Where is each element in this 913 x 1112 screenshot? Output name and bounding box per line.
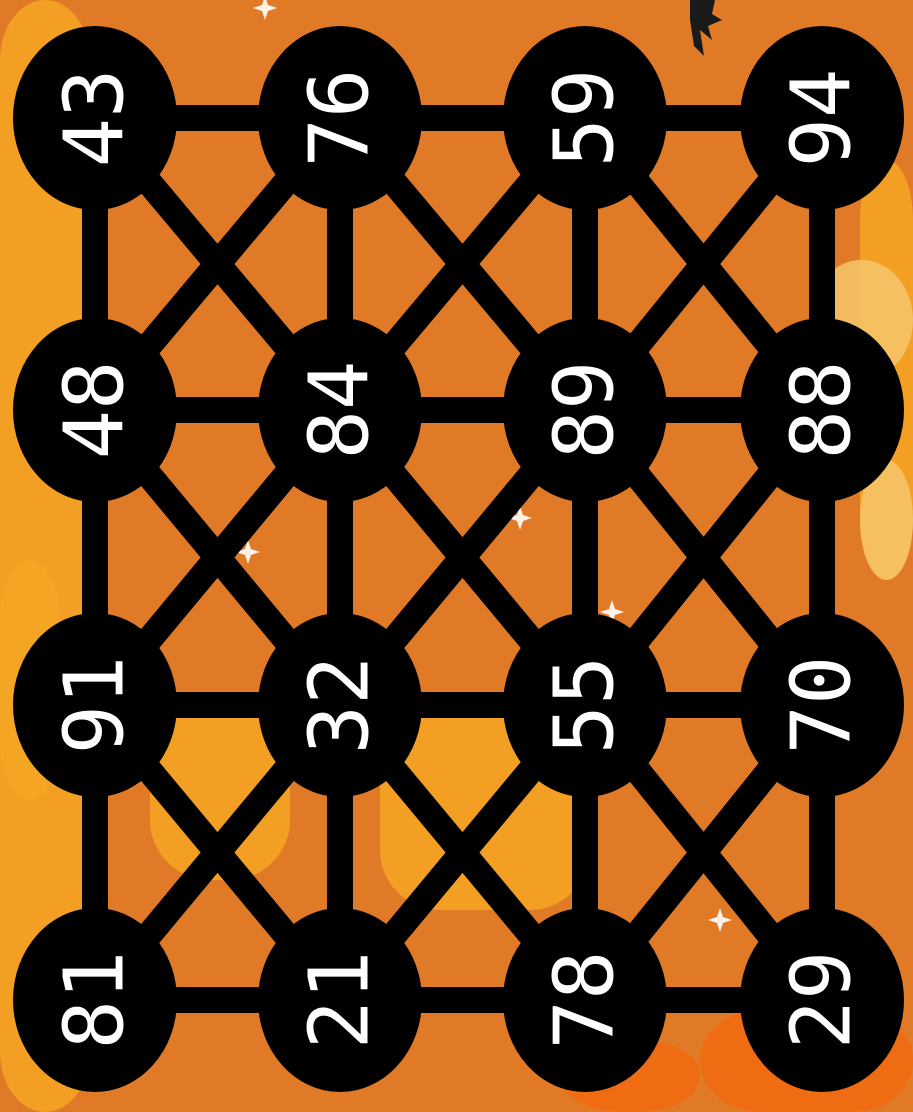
- number-node[interactable]: 29: [740, 908, 904, 1092]
- number-node[interactable]: 78: [503, 908, 667, 1092]
- number-node-label: 29: [775, 951, 870, 1050]
- number-node-label: 78: [538, 951, 633, 1050]
- number-node-label: 81: [48, 951, 143, 1050]
- number-node-label: 89: [538, 361, 633, 460]
- number-node-label: 91: [48, 656, 143, 755]
- number-node[interactable]: 81: [13, 908, 177, 1092]
- number-node[interactable]: 88: [740, 318, 904, 502]
- number-node-label: 76: [293, 69, 388, 168]
- number-node-label: 43: [48, 69, 143, 168]
- number-node-label: 21: [293, 951, 388, 1050]
- number-node[interactable]: 91: [13, 613, 177, 797]
- number-node[interactable]: 59: [503, 26, 667, 210]
- number-node-label: 59: [538, 69, 633, 168]
- number-node-label: 32: [293, 656, 388, 755]
- number-node[interactable]: 32: [258, 613, 422, 797]
- number-node[interactable]: 89: [503, 318, 667, 502]
- number-node-label: 94: [775, 69, 870, 168]
- number-node[interactable]: 55: [503, 613, 667, 797]
- connection-lines: [95, 118, 822, 1000]
- number-node-label: 70: [775, 656, 870, 755]
- number-node-label: 88: [775, 361, 870, 460]
- number-node[interactable]: 84: [258, 318, 422, 502]
- number-node[interactable]: 43: [13, 26, 177, 210]
- number-node[interactable]: 76: [258, 26, 422, 210]
- number-node-label: 84: [293, 361, 388, 460]
- number-node[interactable]: 48: [13, 318, 177, 502]
- number-node-label: 55: [538, 656, 633, 755]
- number-node-label: 48: [48, 361, 143, 460]
- number-node[interactable]: 70: [740, 613, 904, 797]
- number-node[interactable]: 21: [258, 908, 422, 1092]
- number-node[interactable]: 94: [740, 26, 904, 210]
